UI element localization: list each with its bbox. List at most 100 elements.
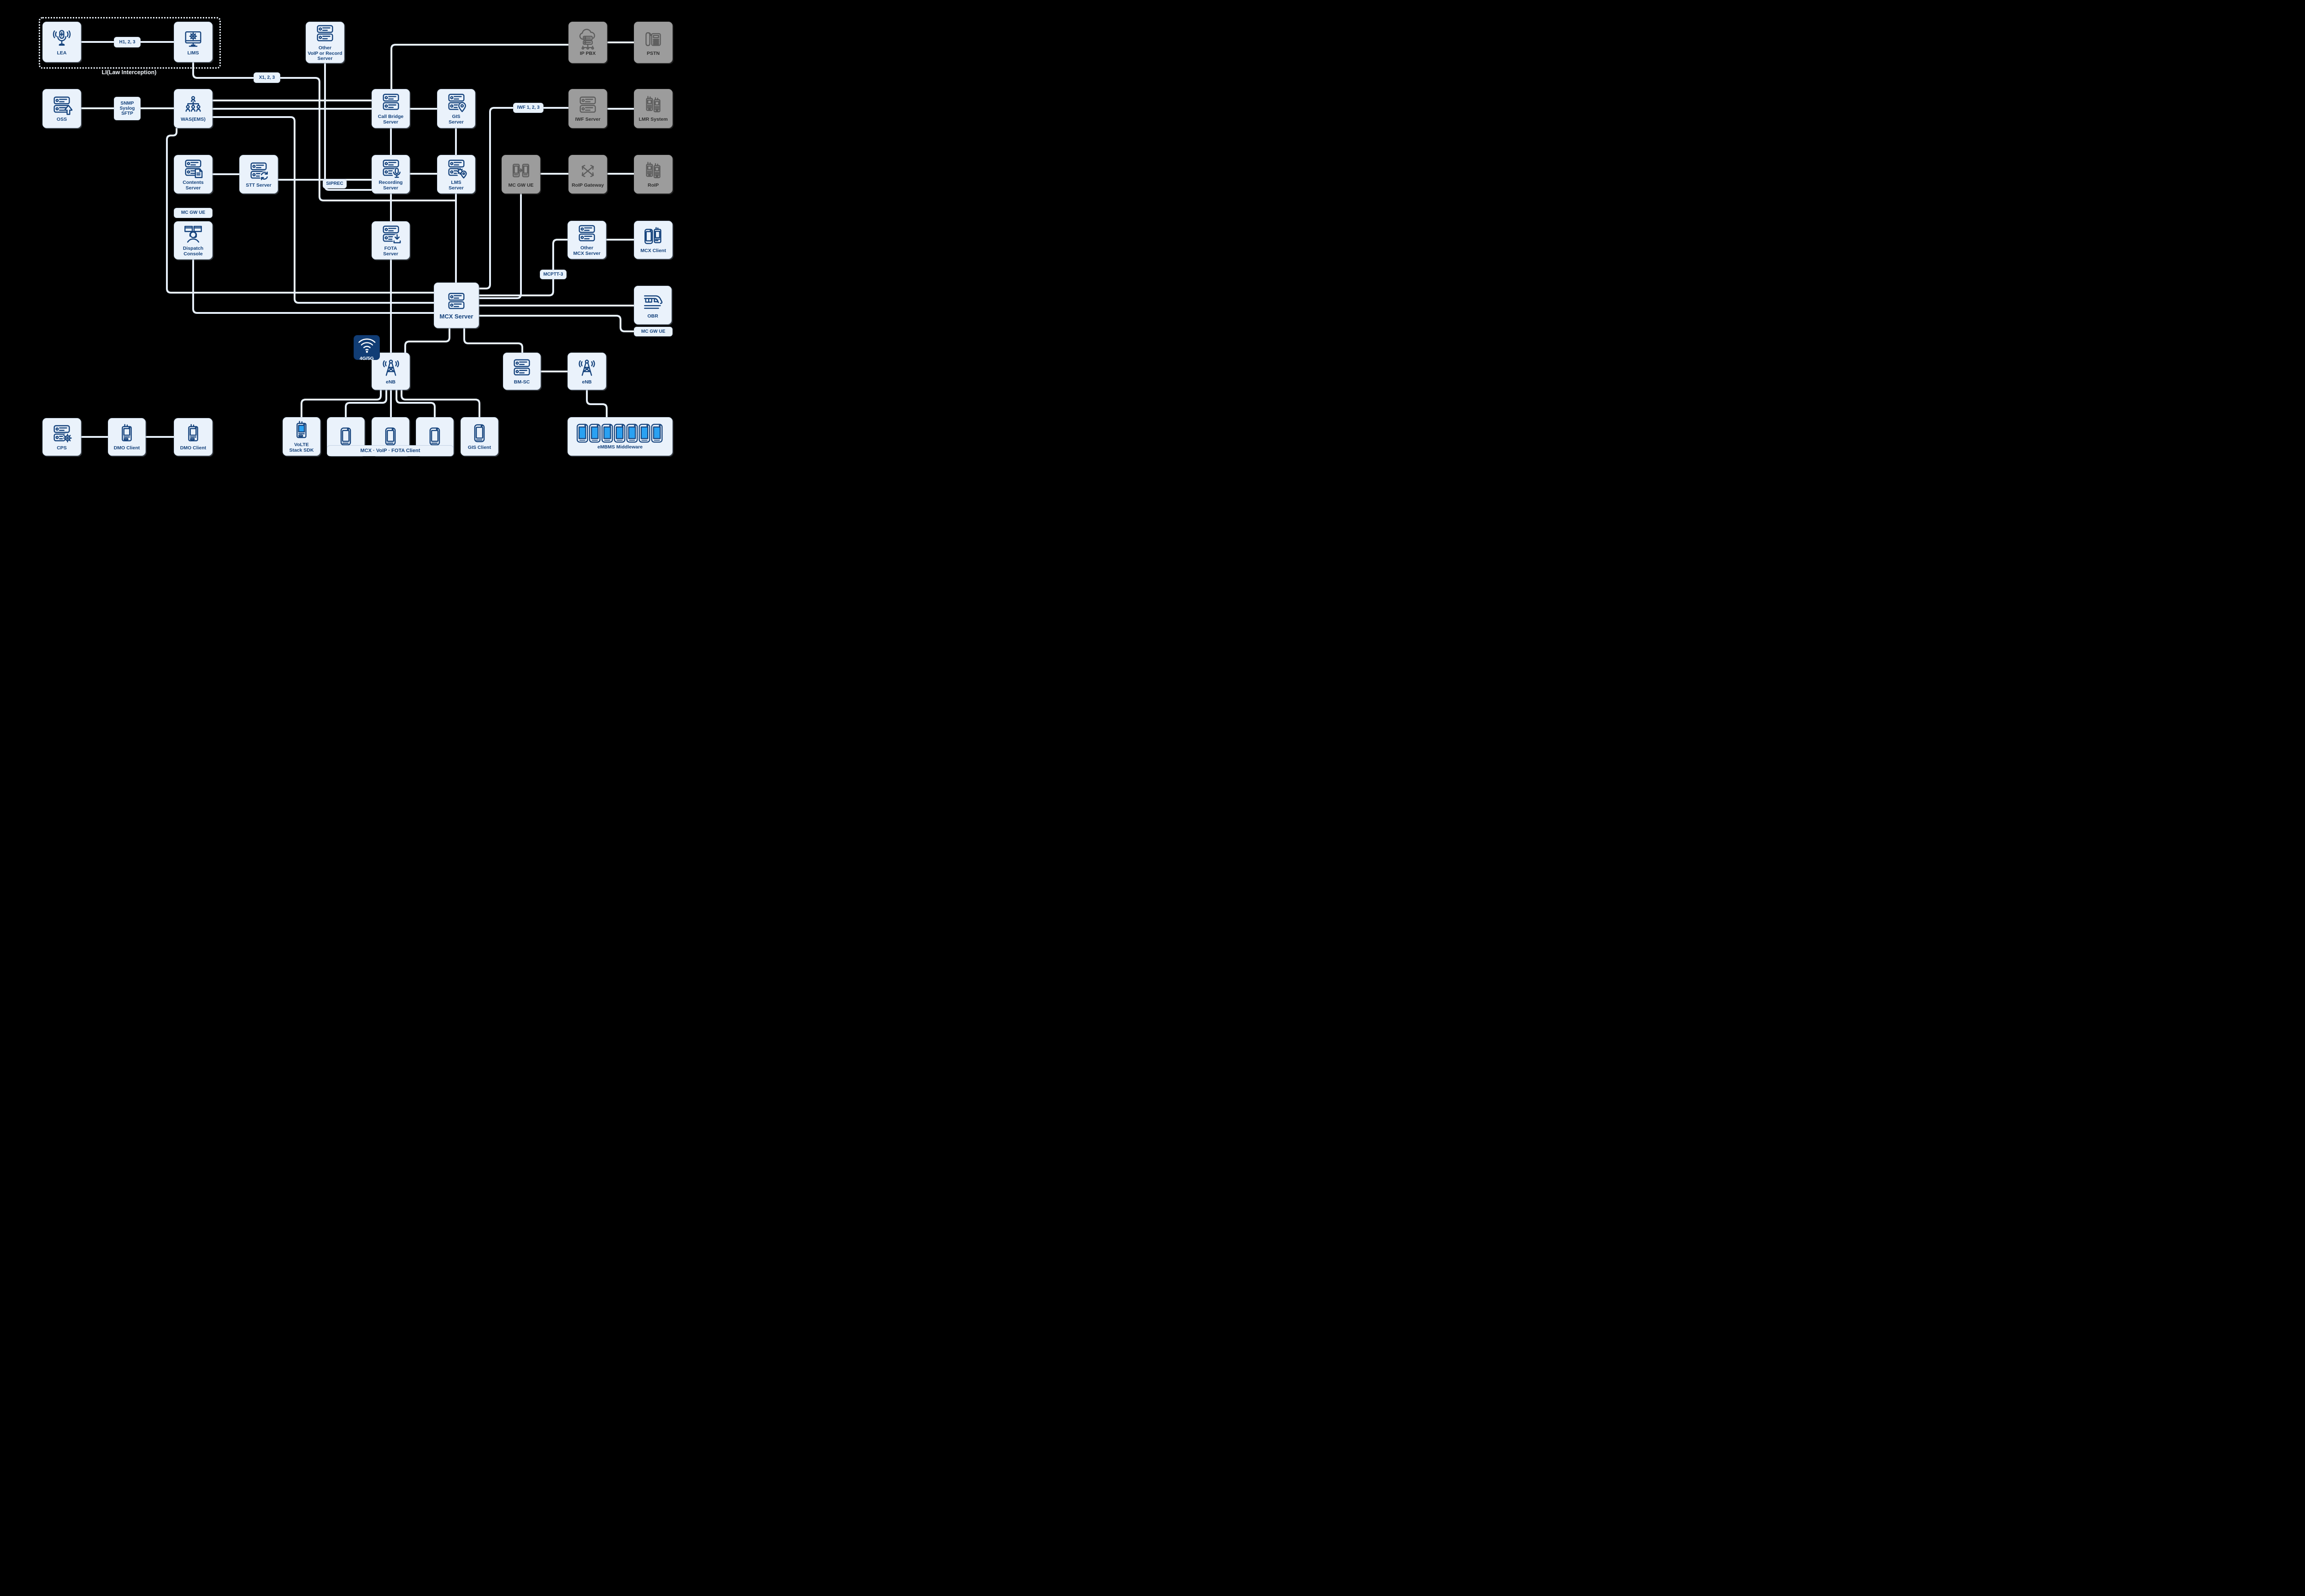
edge-was-bottom-mcx — [166, 128, 434, 294]
phones-arrow-icon — [510, 160, 532, 182]
node-was-ems-label: WAS(EMS) — [181, 117, 206, 123]
dispatcher-icon — [183, 224, 204, 245]
node-enb-right-label: eNB — [582, 379, 592, 385]
server2-icon — [576, 223, 597, 244]
node-lmr-system: LMR System — [634, 89, 673, 128]
node-h123: H1, 2, 3 — [114, 37, 141, 47]
node-gis-client-label: GIS Client — [467, 444, 491, 450]
node-lea-label: LEA — [57, 50, 67, 56]
smartphone-icon — [424, 426, 445, 447]
node-was-ems: WAS(EMS) — [174, 89, 213, 128]
node-call-bridge: Call Bridge Server — [372, 89, 410, 128]
deskphone-icon — [643, 29, 664, 50]
node-ip-pbx: IP PBX — [568, 22, 607, 63]
server2-up-icon — [51, 94, 72, 116]
server2-pin-icon — [446, 92, 467, 113]
node-dmo-client-1-label: DMO Client — [113, 445, 140, 451]
node-mcx-voip-fota-bar: MCX · VoIP · FOTA Client — [327, 445, 454, 456]
node-stt-server-label: STT Server — [246, 182, 272, 188]
smartphone-icon — [469, 423, 490, 444]
node-contents-server-label: Contents Server — [183, 179, 204, 191]
node-mcx-server: MCX Server — [434, 283, 479, 328]
server2-icon — [446, 291, 467, 312]
server2-mic-icon — [380, 158, 402, 179]
node-h123-label: H1, 2, 3 — [119, 39, 136, 45]
edge-lims-x123-route — [192, 62, 456, 201]
node-roip-gateway-label: RoIP Gateway — [572, 182, 604, 188]
node-lea: LEA — [42, 22, 81, 62]
server2-gear-icon — [51, 423, 72, 444]
node-fota-server: FOTA Server — [372, 221, 410, 259]
node-gis-server-label: GIS Server — [449, 114, 464, 125]
node-mcgwue-label-right: MC GW UE — [634, 327, 673, 336]
node-enb-left: eNB — [372, 353, 410, 390]
node-pstn: PSTN — [634, 22, 673, 63]
node-snmp-label: SNMP Syslog SFTP — [119, 100, 135, 117]
node-iwf123: IWF 1, 2, 3 — [513, 103, 544, 113]
node-iwf-server: IWF Server — [568, 89, 607, 128]
node-bm-sc-label: BM-SC — [514, 379, 530, 385]
node-mcx-client-label: MCX Client — [640, 248, 666, 254]
node-mcgwue-label-left: MC GW UE — [174, 208, 213, 218]
node-enb-right: eNB — [567, 353, 606, 390]
wifi-icon — [356, 334, 378, 355]
node-li-caption-label: LI(Law Interception) — [101, 69, 157, 76]
node-obr: OBR — [634, 286, 672, 324]
node-lmr-system-label: LMR System — [638, 117, 668, 123]
node-oss-label: OSS — [56, 117, 67, 123]
server2-icon — [380, 92, 402, 113]
edge-othervoip-siprec-recording — [324, 63, 372, 191]
cloud-server-icon — [577, 29, 598, 50]
node-cps: CPS — [42, 418, 81, 456]
node-mcptt3: MCPTT-3 — [540, 270, 567, 279]
server2-doc-icon — [183, 158, 204, 179]
edge-enb-gisclient — [401, 390, 480, 417]
node-x123-label: X1, 2, 3 — [259, 75, 275, 80]
node-recording-server: Recording Server — [372, 155, 410, 194]
node-ip-pbx-label: IP PBX — [579, 50, 596, 56]
server2-refresh-icon — [248, 160, 269, 182]
node-mcptt3-label: MCPTT-3 — [543, 271, 563, 277]
node-snmp: SNMP Syslog SFTP — [114, 97, 141, 120]
edge-enb-phone1 — [345, 390, 387, 417]
edge-ippbx-callbridge — [390, 44, 568, 89]
node-dispatch-console-label: Dispatch Console — [183, 246, 204, 257]
node-stt-server: STT Server — [239, 155, 278, 194]
node-call-bridge-label: Call Bridge Server — [378, 114, 404, 125]
node-contents-server: Contents Server — [174, 155, 213, 194]
diagram-stage: LEA LIMS H1, 2, 3 LI(Law Interception) Other… — [0, 0, 715, 479]
node-iwf-server-label: IWF Server — [575, 117, 601, 123]
edge-mcx-mcgwue-right — [479, 315, 634, 332]
node-pstn-label: PSTN — [646, 50, 660, 56]
node-other-mcx: Other MCX Server — [567, 221, 606, 259]
node-other-mcx-label: Other MCX Server — [573, 245, 601, 256]
phones7-icon — [576, 423, 664, 443]
node-mcgwue-label-left-label: MC GW UE — [181, 210, 206, 216]
node-li-caption: LI(Law Interception) — [83, 68, 175, 77]
node-embms-label: eMBMS Middleware — [597, 444, 643, 450]
node-lms-server-label: LMS Server — [449, 179, 464, 191]
node-dmo-client-1: DMO Client — [108, 418, 146, 456]
node-siprec-label: SIPREC — [326, 181, 343, 186]
node-bm-sc: BM-SC — [503, 353, 541, 390]
edge-mcx-bmsc — [463, 328, 523, 353]
li-law-interception-group — [39, 17, 221, 69]
edge-enbright-embms — [586, 390, 608, 417]
node-4g5g-label: 4G/5G — [360, 355, 374, 361]
node-fota-server-label: FOTA Server — [383, 246, 398, 257]
walkie2-icon — [643, 160, 664, 182]
node-gis-server: GIS Server — [437, 89, 475, 128]
node-4g5g: 4G/5G — [354, 334, 380, 361]
server2-icon — [314, 23, 336, 44]
node-siprec: SIPREC — [323, 179, 347, 188]
org-icon — [183, 94, 204, 116]
node-lms-server: LMS Server — [437, 155, 475, 194]
node-gis-client: GIS Client — [461, 417, 498, 456]
server2-icon — [511, 357, 532, 378]
edge-mcx-mcptt3-othermcx — [479, 239, 567, 296]
tower-icon — [576, 357, 597, 378]
node-enb-left-label: eNB — [385, 379, 396, 385]
tower-icon — [380, 357, 402, 378]
node-lims: LIMS — [174, 22, 213, 62]
edge-enb-phone3 — [396, 390, 436, 417]
